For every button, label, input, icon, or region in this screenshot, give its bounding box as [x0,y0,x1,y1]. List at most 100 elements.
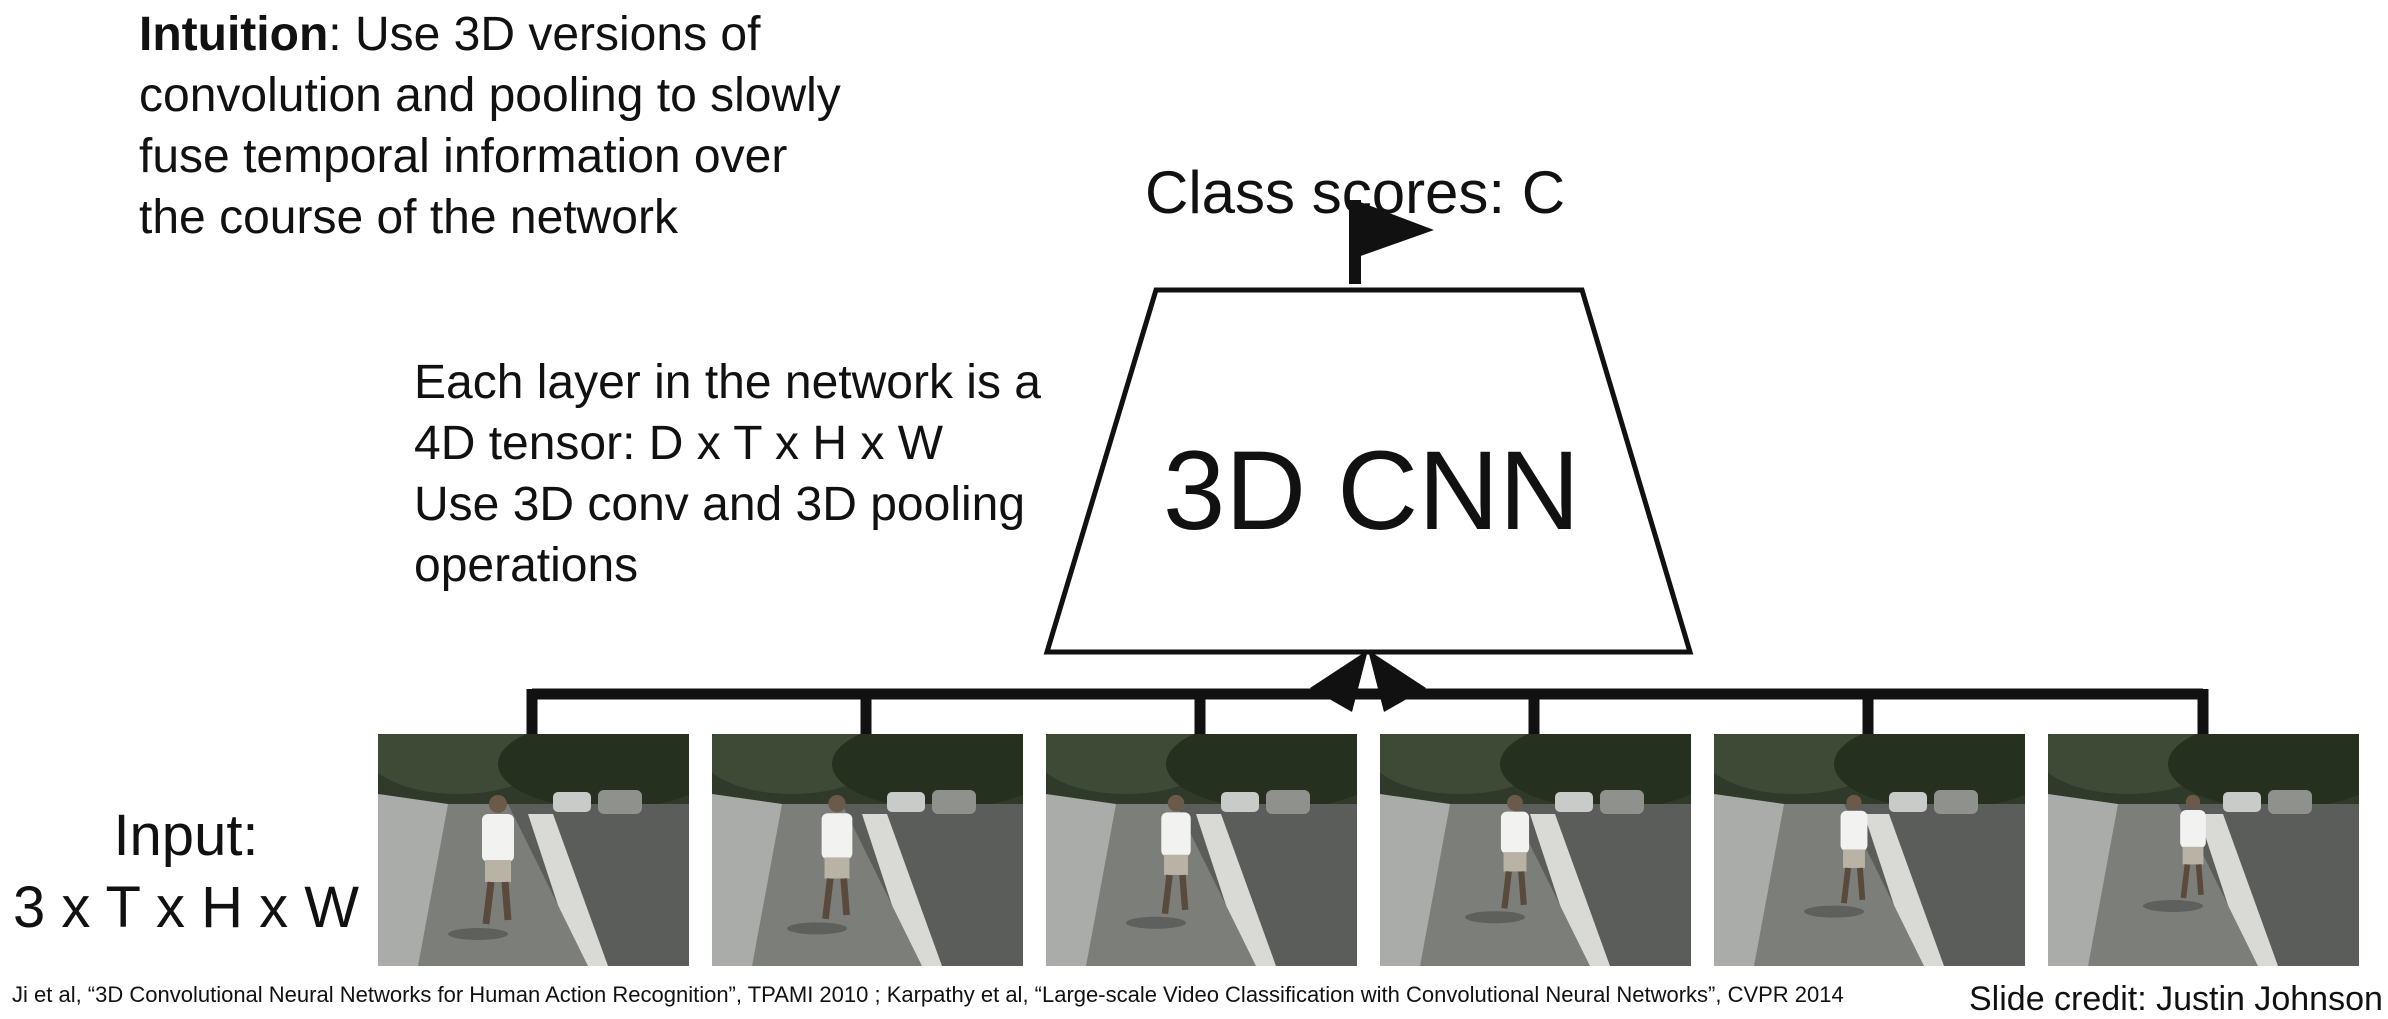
sidewalk [1754,804,1924,966]
frame-5 [1714,734,2025,966]
runner-leg [840,878,850,916]
frame-6 [2048,734,2359,966]
slide-credit: Slide credit: Justin Johnson [1969,980,2383,1018]
runner-head [1167,794,1185,812]
runner-shorts [824,857,850,879]
arrow-left-icon [1310,650,1368,712]
runner-leg [1161,874,1173,914]
intuition-body: : Use 3D versions of convolution and poo… [139,8,841,244]
output-flag-icon [1355,200,1434,258]
cnn-label: 3D CNN [1163,428,1580,553]
cnn-block [1043,287,1694,655]
lane-marking [528,814,608,966]
car [1889,792,1927,812]
sidewalk [2088,804,2258,966]
runner-shirt [1840,810,1868,852]
runner-leg [822,878,834,920]
runner-leg [1518,871,1527,906]
lane-marking [1530,814,1610,966]
car [1934,790,1978,814]
car [1600,790,1644,814]
input-label-line-2: 3 x T x H x W [13,875,359,940]
input-label-line-1: Input: [113,803,259,868]
street-photo [378,734,689,966]
street-photo [2048,734,2359,966]
lane-marking [862,814,942,966]
runner-shirt [482,814,514,862]
lane-marking [1196,814,1276,966]
layer-description-line-4: operations [414,539,639,592]
runner-shorts [485,860,511,882]
wall [2048,794,2118,966]
street-photo [1046,734,1357,966]
layer-description: Each layer in the network is a 4D tensor… [414,352,1114,596]
wall [1714,794,1784,966]
lane-marking [2198,814,2278,966]
car [2268,790,2312,814]
runner-shadow [1465,911,1525,924]
tree [1166,734,1357,809]
runner-shadow [1126,916,1186,929]
runner-shorts [1843,849,1865,868]
tree [1834,734,2025,809]
street-photo [1380,734,1691,966]
intuition-heading: Intuition [139,8,329,61]
connector-drops [526,689,2209,734]
runner-shadow [787,922,847,935]
runner-shadow [1804,905,1864,918]
runner-head [1846,794,1862,810]
runner-shirt [1161,812,1191,857]
runner-shirt [821,813,853,860]
car [2223,792,2261,812]
citation: Ji et al, “3D Convolutional Neural Netwo… [12,982,1844,1007]
runner-shadow [448,928,508,940]
car [598,790,642,814]
runner-leg [501,881,512,921]
input-label: Input: 3 x T x H x W [0,800,372,944]
lane-marking [1864,814,1944,966]
runner-leg [2180,864,2191,899]
runner-head [2185,794,2201,810]
runner-leg [1841,867,1852,904]
wall [378,794,448,966]
runner-head [828,794,846,813]
runner-shadow [2143,900,2203,912]
layer-description-line-1: Each layer in the network is a [414,356,1041,409]
car [932,790,976,814]
street-photo [712,734,1023,966]
tree [2168,734,2359,809]
runner-shirt [2180,810,2206,849]
runner-shorts [1503,852,1527,872]
street-photo [1714,734,2025,966]
frame-4 [1380,734,1691,966]
car [1221,792,1259,812]
runner-shorts [2182,846,2204,865]
car [887,792,925,812]
wall [1380,794,1450,966]
runner-head [489,795,507,813]
tree [1500,734,1691,809]
arrow-right-icon [1368,650,1426,712]
runner-shorts [1164,854,1188,875]
car [1555,792,1593,812]
frame-1 [378,734,689,966]
layer-description-line-3: Use 3D conv and 3D pooling [414,478,1026,531]
car [553,792,591,812]
runner-head [1507,794,1523,811]
frame-2 [712,734,1023,966]
runner-leg [1179,874,1189,911]
car [1266,790,1310,814]
tree [832,734,1023,809]
intuition-text: Intuition: Use 3D versions of convolutio… [139,4,859,248]
runner-leg [1501,871,1512,909]
frame-3 [1046,734,1357,966]
runner-leg [1856,867,1866,901]
tree [498,734,689,809]
wall [1046,794,1116,966]
runner-shirt [1500,811,1530,854]
runner-leg [2195,864,2204,896]
runner-leg [482,881,495,925]
wall [712,794,782,966]
layer-description-line-2: 4D tensor: D x T x H x W [414,417,944,470]
